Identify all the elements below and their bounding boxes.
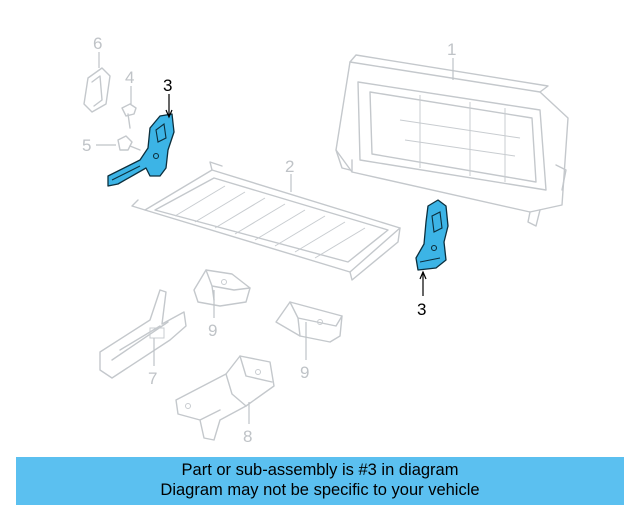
part-9-left-bracket [193, 269, 251, 307]
callout-9-left: 9 [208, 321, 217, 340]
callout-3-right: 3 [417, 300, 426, 319]
arrow-3-left [165, 109, 173, 119]
part-2-seat-cushion-frame [131, 161, 401, 281]
part-3-right-hinge-bracket [415, 199, 449, 271]
part-7-seat-track [99, 289, 187, 379]
arrow-3-right [419, 270, 427, 280]
callout-labels: 1 2 3 3 4 5 6 7 8 9 9 [82, 34, 456, 446]
info-banner: Part or sub-assembly is #3 in diagram Di… [16, 457, 624, 505]
callout-1: 1 [447, 40, 456, 59]
banner-line-1: Part or sub-assembly is #3 in diagram [181, 461, 459, 479]
callout-6: 6 [93, 34, 102, 53]
part-6-cover-cap [83, 67, 111, 113]
part-9-right-bracket [275, 301, 343, 343]
leader-lines [96, 52, 454, 424]
part-3-left-hinge-bracket [107, 113, 175, 187]
part-1-seat-back-frame [335, 54, 569, 227]
callout-7: 7 [148, 369, 157, 388]
callout-2: 2 [285, 157, 294, 176]
callout-8: 8 [243, 427, 252, 446]
callout-5: 5 [82, 136, 91, 155]
part-5-bolt [117, 135, 141, 151]
banner-line-2: Diagram may not be specific to your vehi… [160, 481, 480, 499]
part-8-base-bracket [175, 355, 275, 441]
callout-9-right: 9 [300, 363, 309, 382]
part-4-bolt [121, 103, 137, 129]
callout-3-left: 3 [163, 76, 172, 95]
callout-4: 4 [125, 68, 134, 87]
